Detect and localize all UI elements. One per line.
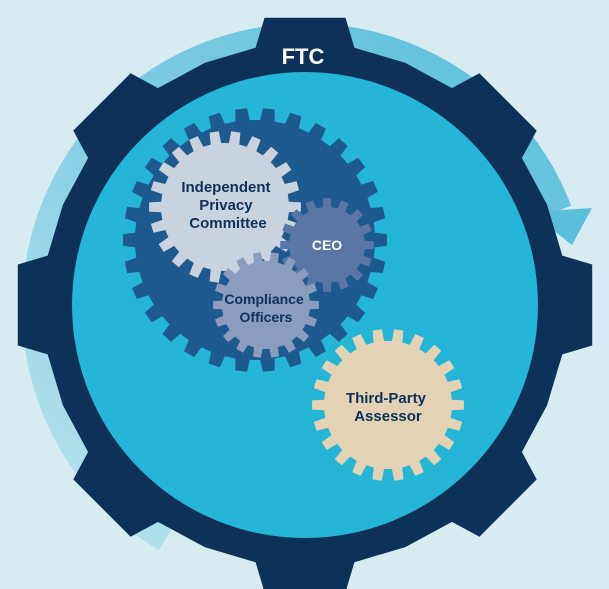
independent-privacy-committee-gear (149, 131, 301, 283)
ipc-label: Independent Privacy Committee (181, 179, 274, 232)
compliance-label: Compliance Officers (224, 291, 307, 325)
compliance-officers-gear (213, 252, 319, 358)
ceo-label: CEO (312, 237, 342, 253)
ftc-label: FTC (282, 44, 325, 69)
assessor-label: Third-Party Assessor (346, 390, 430, 425)
third-party-assessor-gear (312, 329, 464, 481)
